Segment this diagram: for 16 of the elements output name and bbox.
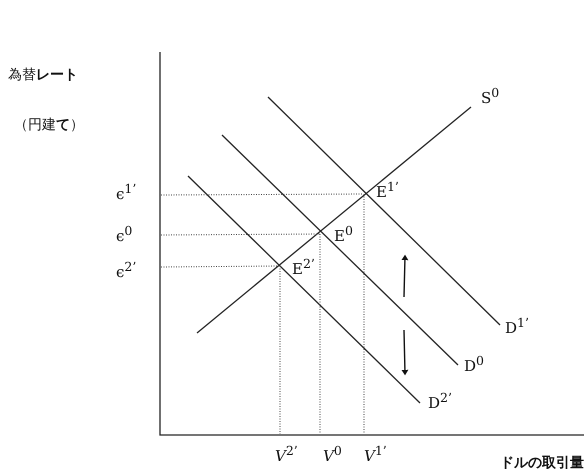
tick-label: ϵ$^{0}$ [116,222,132,245]
tick-label: ϵ$^{2’}$ [116,258,136,281]
point-label: E$^{0}$ [334,222,353,245]
axis-label: （円建て） [14,116,84,134]
tick-label: V$^{0}$ [323,442,342,465]
curve-label: D$^{2’}$ [428,389,452,412]
axis-label: ドルの取引量 [500,454,584,472]
axis-label: 為替レート [8,66,78,84]
tick-label: ϵ$^{1’}$ [116,180,136,203]
curve-label: D$^{0}$ [464,352,484,375]
curve-label: D$^{1’}$ [505,314,529,337]
curve-label: S$^{0}$ [481,84,500,107]
tick-label: V$^{2’}$ [275,442,298,465]
point-label: E$^{2’}$ [292,255,315,278]
tick-label: V$^{1’}$ [364,442,387,465]
point-label: E$^{1’}$ [376,178,399,201]
